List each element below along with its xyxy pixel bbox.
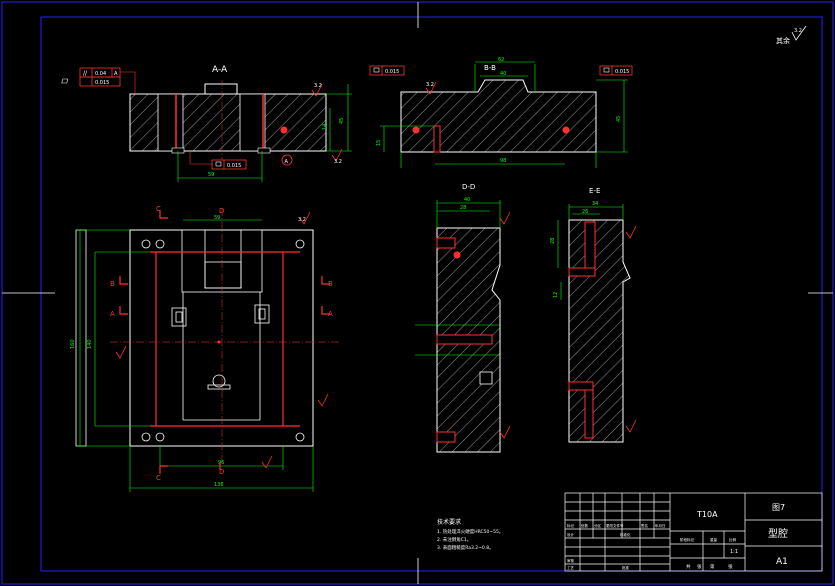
roughness-corner-label: 其余 [776,36,790,45]
svg-text:0.015: 0.015 [385,69,399,75]
dim-ee-top: 34 [592,201,598,207]
dim-bb-mid: 40 [500,71,506,77]
view-dd: D-D 40 28 [415,183,511,453]
inner-border [40,16,823,572]
dim-ee-top-inner: 26 [582,209,588,215]
title-weight: 重量 [710,537,718,542]
notes-title: 技术要求 [437,518,461,526]
section-title-dd: D-D [462,183,475,191]
notes-item-1: 1. 热处理淬火硬度HRC50~55。 [437,528,503,535]
tolerance-flatness-frame-aa: 0.015 [61,76,121,87]
dim-plan-total: 136 [214,482,224,488]
dim-dd-top: 40 [464,197,470,203]
svg-text:处数: 处数 [581,523,589,528]
cut-label-c-bottom: C [156,474,161,482]
svg-text:更改文件号: 更改文件号 [606,523,624,528]
tolerance-parallel-frame: // 0.04 A [79,67,121,78]
title-mid-standard: 标准化 [620,532,631,537]
dim-ee-left: 28 [550,238,556,244]
svg-text:0.015: 0.015 [95,80,109,86]
dim-ee-left-b: 12 [553,292,559,298]
cut-label-b-right: B [328,280,333,288]
ee-body [568,219,631,443]
tolerance-flatness-frame-aa-bottom: 0.015 [211,159,247,170]
title-size: A1 [776,557,788,567]
title-scale: 1:1 [730,549,738,555]
title-bottom-total: 共 [686,563,691,570]
svg-text:A: A [114,71,118,77]
title-row-review: 审核 [567,558,575,563]
title-stage-mark: 阶段标记 [680,537,694,542]
svg-text://: // [83,70,88,77]
dim-plan-left-inner: 140 [87,339,93,349]
svg-text:签名: 签名 [641,523,648,528]
svg-text:标记: 标记 [567,523,575,528]
svg-text:3.2: 3.2 [334,159,342,165]
dim-plan-bottom: 96 [218,460,224,466]
view-ee: E-E 34 26 28 12 [550,187,637,443]
dim-aa-height: 45 [339,118,345,124]
view-bb: B-B 98 62 40 45 15 0.015 0.015 [369,57,633,168]
title-part-name: 型腔 [768,527,788,540]
title-bottom-no: 第 [710,563,715,570]
svg-text:年月日: 年月日 [655,523,666,528]
notes-item-2: 2. 未注倒角C1。 [437,536,471,543]
bb-body [400,79,597,153]
title-bottom-sheets: 张 [697,563,702,570]
cut-label-a-right: A [328,310,333,318]
section-title-aa: A-A [212,65,228,75]
svg-text:分区: 分区 [594,523,602,528]
section-title-bb: B-B [484,64,496,72]
cut-markers [119,210,330,474]
cut-label-d-top: D [219,207,224,215]
svg-text:3.2: 3.2 [314,83,322,89]
tolerance-flatness-frame-bb-left: 0.015 [369,65,405,76]
cut-label-a-left: A [110,310,115,318]
dim-plan-top: 59 [214,215,220,221]
title-row-design: 设计 [567,532,575,537]
title-mid-approve: 批准 [622,565,630,570]
dim-bb-left: 15 [376,140,382,146]
title-block [564,492,823,572]
svg-text:3.2: 3.2 [298,217,306,223]
svg-text:0.015: 0.015 [227,163,241,169]
title-sheet: 图7 [772,503,785,512]
technical-notes: 技术要求 1. 热处理淬火硬度HRC50~55。 2. 未注倒角C1。 3. 表… [437,518,503,551]
aa-slot-right [239,93,266,152]
title-ratio: 比例 [729,537,737,542]
dim-aa-right: 14 [322,124,328,130]
aa-top-boss [204,83,238,95]
dim-dd-top-inner: 28 [460,205,466,211]
title-bottom-sheet: 张 [728,563,733,570]
view-aa: A-A 59 45 14 // 0.04 A [61,65,352,182]
svg-text:0.015: 0.015 [615,69,629,75]
cut-label-b-left: B [110,280,115,288]
notes-item-3: 3. 表面粗糙度Ra3.2~0.8。 [437,544,494,551]
aa-slot-left [157,93,184,152]
cut-label-d-bottom: D [219,468,224,476]
dim-aa-base: 59 [208,172,214,178]
cut-label-c-top: C [156,205,161,213]
dim-bb-height: 45 [616,116,622,122]
dim-bb-top: 62 [498,57,504,63]
title-material: T10A [696,510,718,519]
plan-holes [141,239,305,442]
datum-a-label: A [285,159,289,165]
title-row-process: 工艺 [567,565,575,570]
svg-text:0.04: 0.04 [95,71,106,77]
dim-plan-left: 160 [70,339,76,349]
svg-text:3.2: 3.2 [426,82,434,88]
title-header-cells: 标记 处数 分区 更改文件号 签名 年月日 [567,523,666,528]
roughness-corner-symbol: 其余 3.2 [776,25,807,45]
dim-bb-base: 98 [500,158,506,164]
plan-view: 59 96 136 160 140 C C D D B B A [70,205,340,492]
roughness-corner-value: 3.2 [794,28,802,34]
tolerance-flatness-frame-bb-right: 0.015 [599,65,633,76]
section-title-ee: E-E [589,187,600,195]
